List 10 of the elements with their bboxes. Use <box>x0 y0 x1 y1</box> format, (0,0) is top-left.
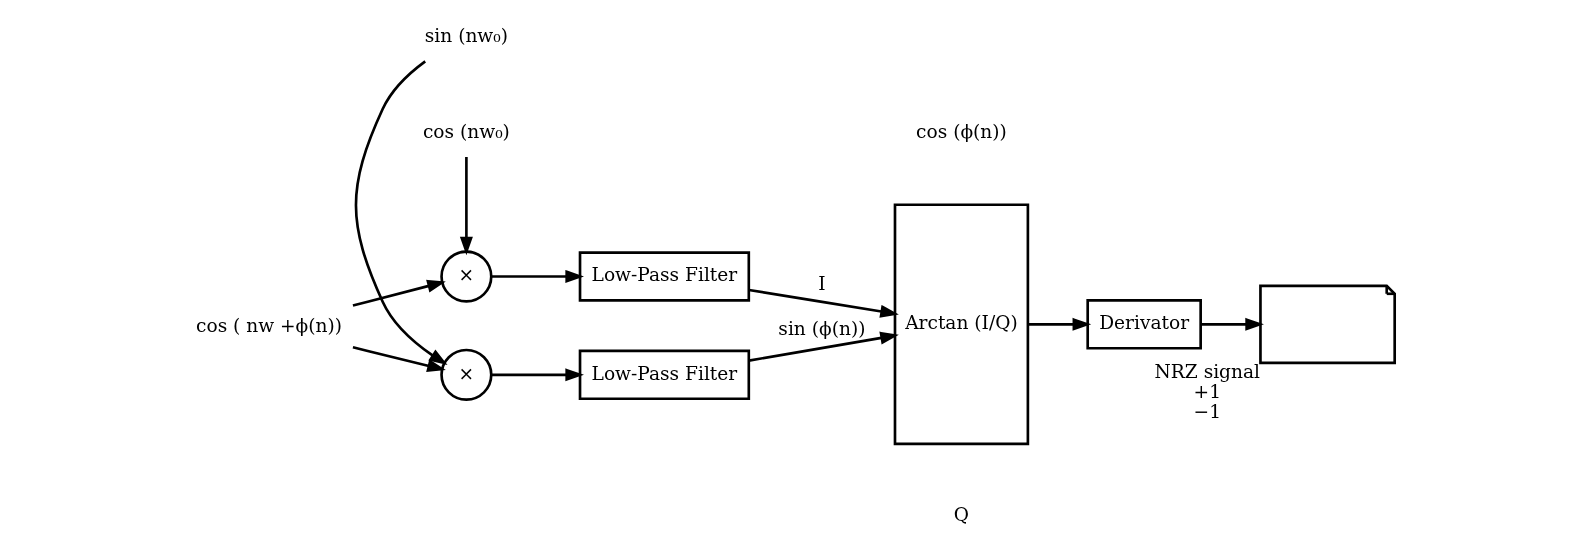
label: cos (ϕ(n)) <box>916 120 1007 142</box>
node-label: +1 <box>1193 380 1222 402</box>
edge-label: sin (ϕ(n)) <box>778 318 866 340</box>
node-text: sin (nw₀) <box>424 25 509 47</box>
node-label: NRZ signal <box>1154 360 1261 382</box>
label: Q <box>953 503 970 525</box>
node-text: cos (nw₀) <box>422 120 510 142</box>
node-text: cos ( nw +ϕ(n)) <box>196 314 343 336</box>
edge-label: I <box>818 273 826 295</box>
node-label: −1 <box>1193 400 1222 422</box>
